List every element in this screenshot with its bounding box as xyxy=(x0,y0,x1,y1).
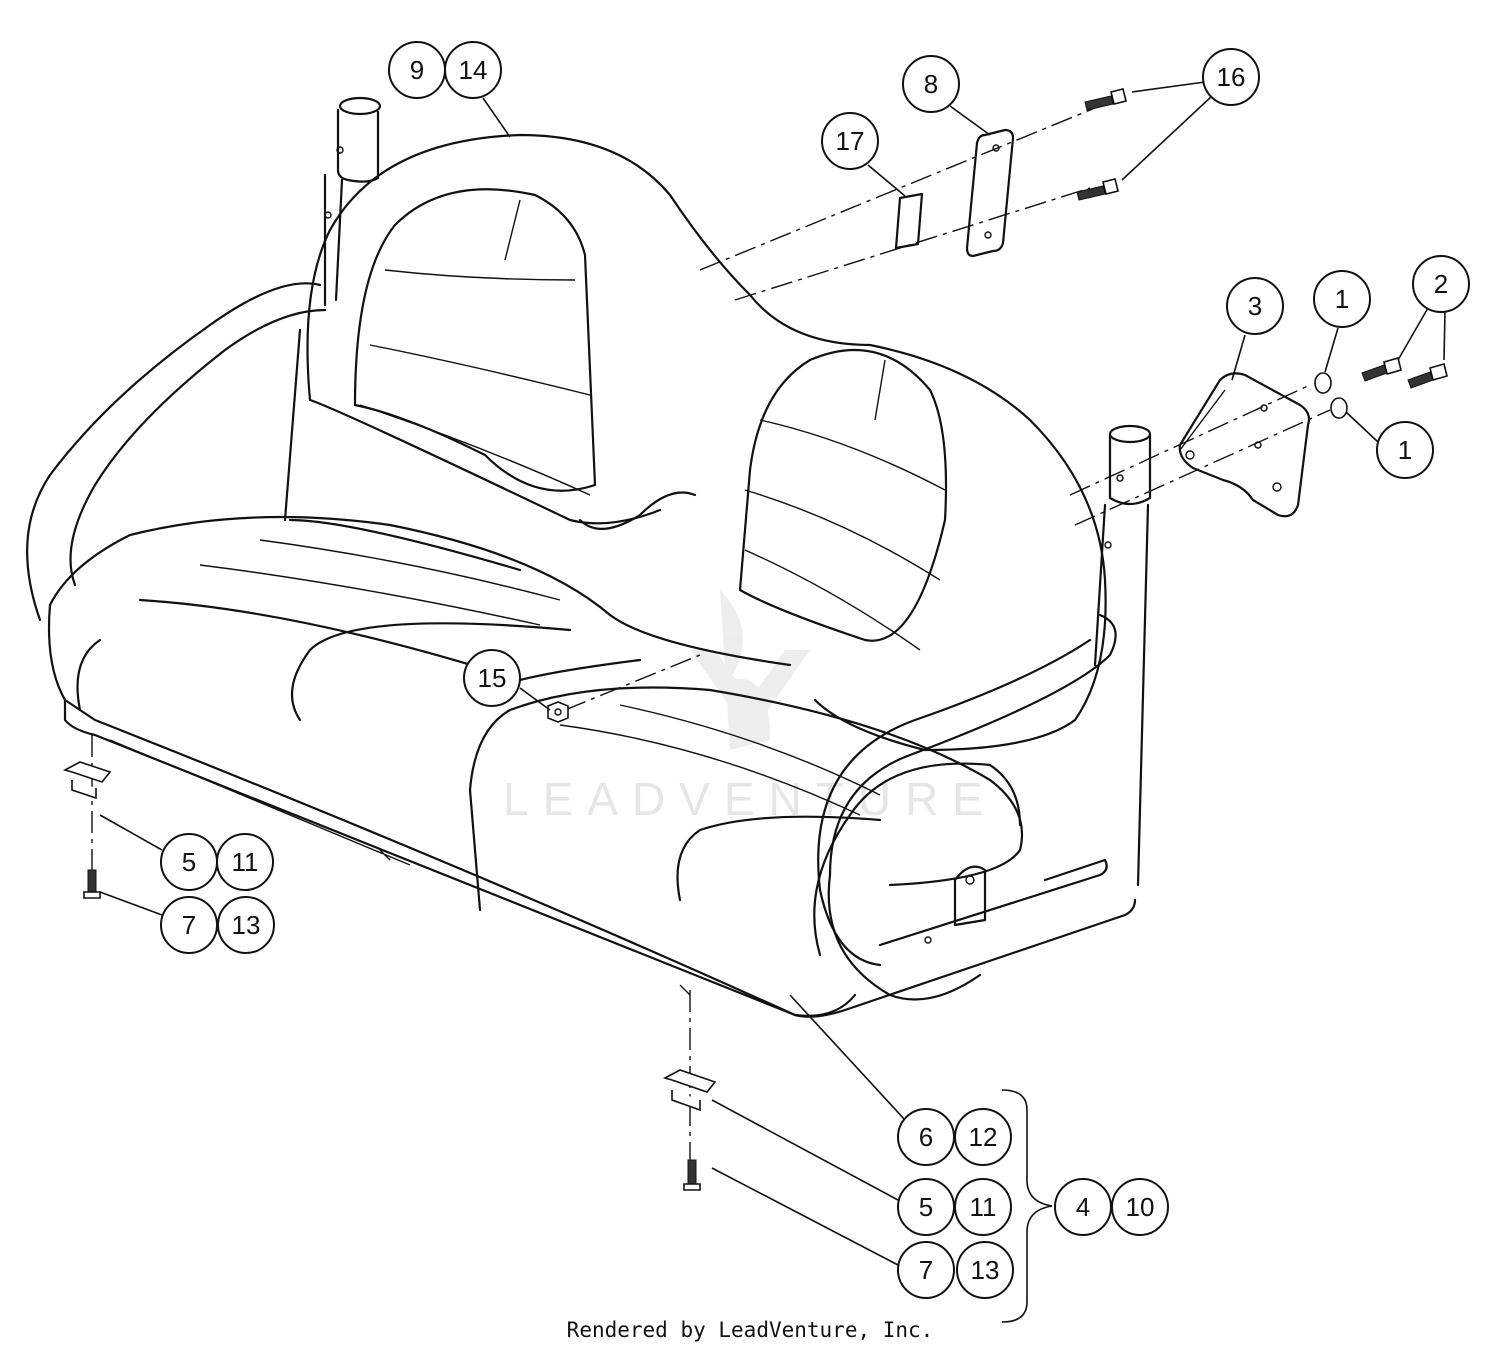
bolt-2-lower xyxy=(1407,363,1448,389)
callout-7-right[interactable]: 7 xyxy=(897,1241,955,1299)
callout-7-right-label: 7 xyxy=(919,1255,933,1285)
callout-1-upper-label: 1 xyxy=(1335,284,1349,314)
clip-left xyxy=(62,761,112,800)
callout-4-label: 4 xyxy=(1076,1192,1090,1222)
leader-lines xyxy=(99,81,1446,1323)
callout-2[interactable]: 2 xyxy=(1412,255,1470,313)
watermark-logo xyxy=(690,590,810,750)
decal-17 xyxy=(894,192,924,250)
callout-4[interactable]: 4 xyxy=(1054,1178,1112,1236)
callout-5-right[interactable]: 5 xyxy=(897,1178,955,1236)
callout-16[interactable]: 16 xyxy=(1202,48,1260,106)
callout-15-label: 15 xyxy=(478,663,507,693)
callout-11-left-label: 11 xyxy=(232,847,259,877)
callout-6[interactable]: 6 xyxy=(897,1108,955,1166)
callout-13-right[interactable]: 13 xyxy=(956,1241,1014,1299)
callout-12-label: 12 xyxy=(969,1122,998,1152)
callout-10[interactable]: 10 xyxy=(1111,1178,1169,1236)
nut-15 xyxy=(547,701,569,723)
callout-2-label: 2 xyxy=(1434,269,1448,299)
callout-13-left-label: 13 xyxy=(232,910,261,940)
callout-15[interactable]: 15 xyxy=(463,649,521,707)
leader-dash-3-upper xyxy=(1069,384,1311,496)
bolt-2-upper xyxy=(1361,357,1402,382)
callout-5-left[interactable]: 5 xyxy=(160,833,218,891)
callout-10-label: 10 xyxy=(1126,1192,1155,1222)
callout-13-right-label: 13 xyxy=(971,1255,1000,1285)
callout-16-label: 16 xyxy=(1217,62,1246,92)
callout-8-label: 8 xyxy=(924,69,938,99)
leader-dash-8-lower xyxy=(734,187,1091,301)
callout-9-label: 9 xyxy=(410,55,424,85)
bolt-16-upper xyxy=(1084,88,1127,111)
callout-7-left-label: 7 xyxy=(182,910,196,940)
callout-14[interactable]: 14 xyxy=(444,41,502,99)
watermark-text: LEADVENTURE xyxy=(503,773,997,825)
callout-11-right[interactable]: 11 xyxy=(954,1178,1012,1236)
callout-3[interactable]: 3 xyxy=(1226,277,1284,335)
callout-1-lower[interactable]: 1 xyxy=(1376,421,1434,479)
washer-1-lower xyxy=(1330,397,1348,419)
callout-12[interactable]: 12 xyxy=(954,1108,1012,1166)
clip-right xyxy=(662,1069,717,1112)
callout-14-label: 14 xyxy=(459,55,488,85)
leader-dash-8-upper xyxy=(699,107,1096,271)
callout-13-left[interactable]: 13 xyxy=(217,896,275,954)
leader-dash-3-lower xyxy=(1074,409,1331,526)
callout-7-left[interactable]: 7 xyxy=(160,896,218,954)
callout-11-right-label: 11 xyxy=(970,1192,997,1222)
bolt-16-lower xyxy=(1076,178,1119,201)
callout-1-lower-label: 1 xyxy=(1398,435,1412,465)
screw-left xyxy=(83,869,101,899)
bracket-3 xyxy=(1178,372,1311,518)
seat-assembly xyxy=(26,96,1152,1018)
washer-1-upper xyxy=(1314,372,1332,394)
screw-right xyxy=(683,1159,701,1191)
callout-17-label: 17 xyxy=(836,126,865,156)
leader-dash-15 xyxy=(564,654,701,711)
callout-8[interactable]: 8 xyxy=(902,55,960,113)
callout-17[interactable]: 17 xyxy=(821,112,879,170)
bracket-8 xyxy=(965,128,1015,258)
callout-6-label: 6 xyxy=(919,1122,933,1152)
callout-5-right-label: 5 xyxy=(919,1192,933,1222)
callout-3-label: 3 xyxy=(1248,291,1262,321)
callout-9[interactable]: 9 xyxy=(388,41,446,99)
footer-credit: Rendered by LeadVenture, Inc. xyxy=(566,1318,934,1342)
callout-1-upper[interactable]: 1 xyxy=(1313,270,1371,328)
callout-5-left-label: 5 xyxy=(182,847,196,877)
callout-11-left[interactable]: 11 xyxy=(216,833,274,891)
